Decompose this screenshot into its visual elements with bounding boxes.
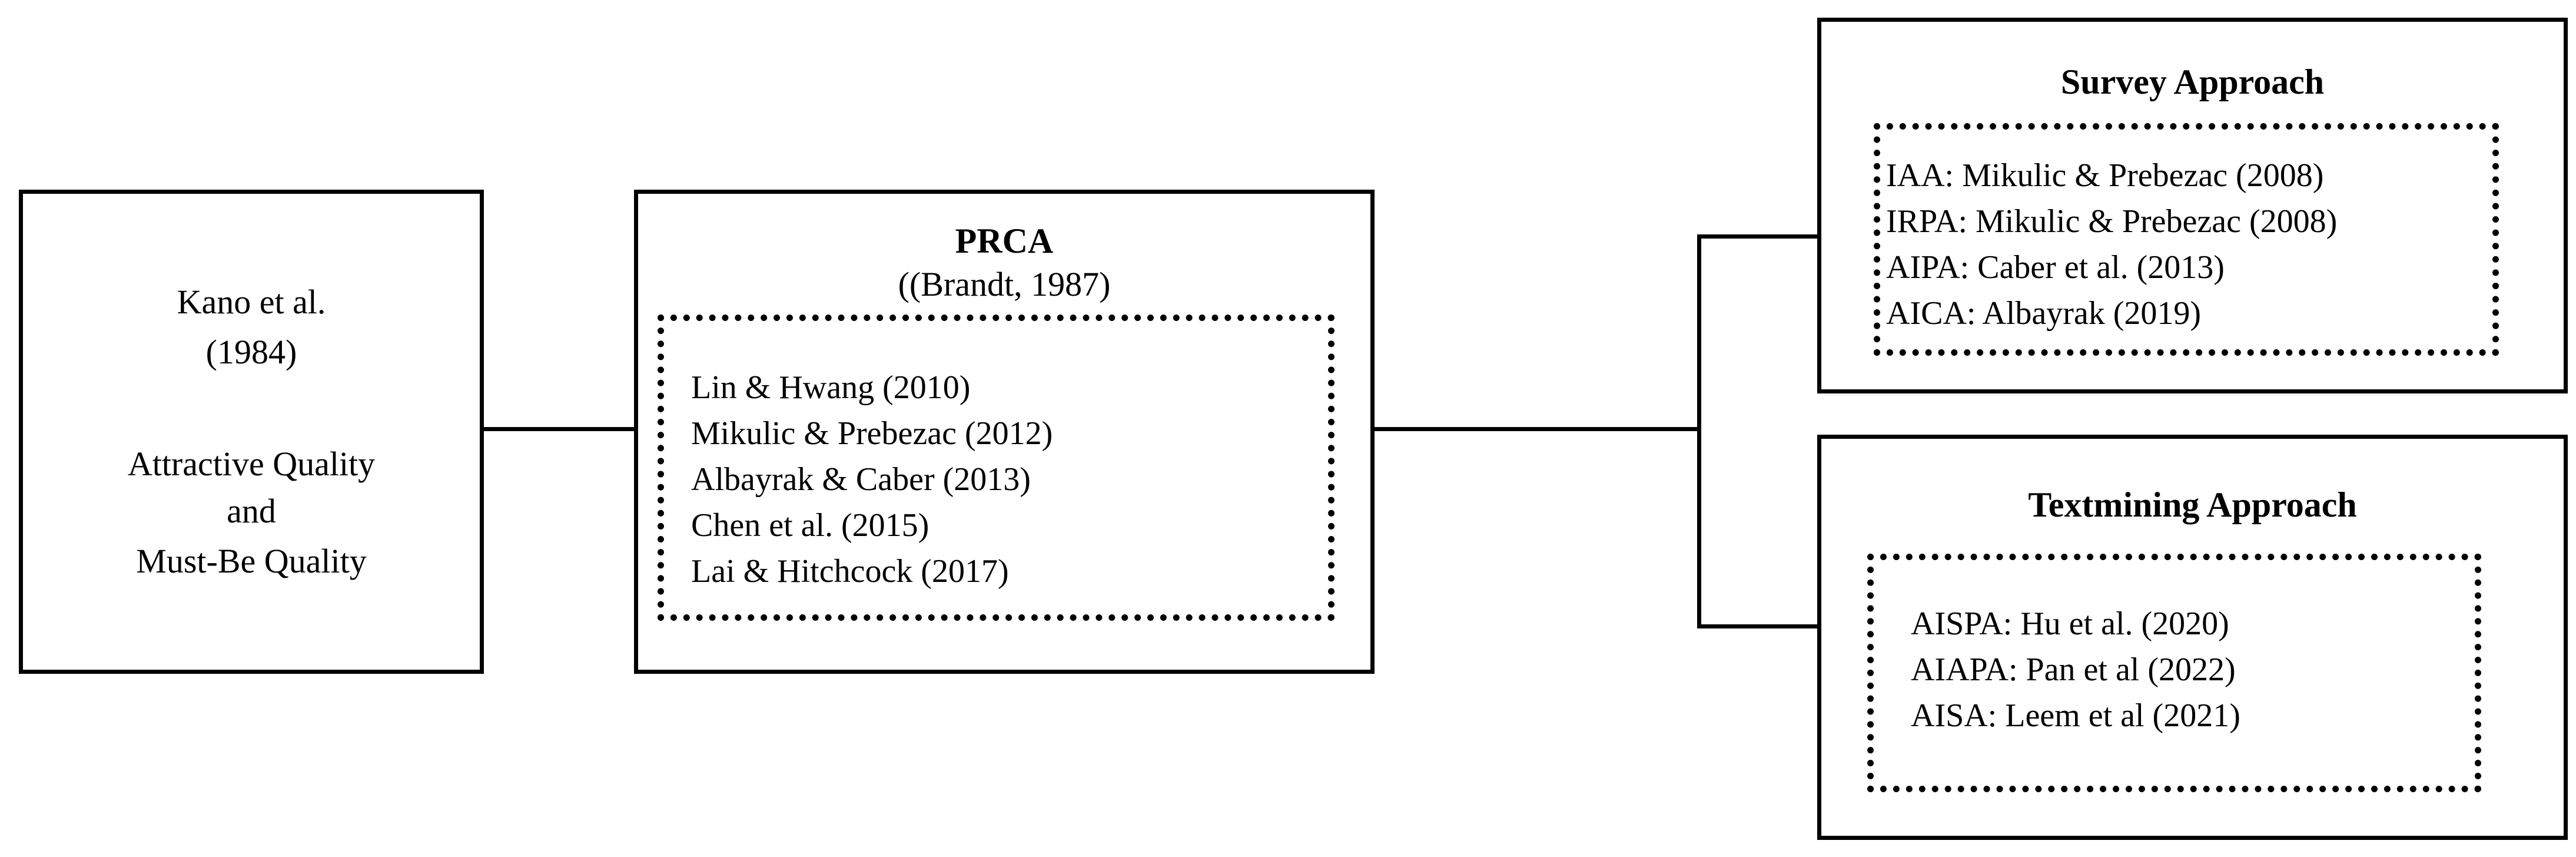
textmining-study-item: AISPA: Hu et al. (2020) xyxy=(1911,605,2229,642)
textmining-study-item: AIAPA: Pan et al (2022) xyxy=(1911,651,2236,688)
survey-approach-title: Survey Approach xyxy=(2060,62,2325,101)
kano-year: (1984) xyxy=(205,333,297,371)
survey-study-item: AICA: Albayrak (2019) xyxy=(1886,295,2202,332)
connector-branch-textmining xyxy=(1697,624,1817,628)
connector-branch-survey xyxy=(1697,234,1817,239)
prca-studies-frame xyxy=(658,315,1335,621)
survey-study-item: IRPA: Mikulic & Prebezac (2008) xyxy=(1886,203,2338,240)
prca-study-item: Lai & Hitchcock (2017) xyxy=(691,553,1009,590)
connector-prca-branch xyxy=(1375,427,1701,431)
prca-study-item: Albayrak & Caber (2013) xyxy=(691,461,1031,498)
kano-quality-line-3: Must-Be Quality xyxy=(136,542,367,580)
connector-branch-vertical xyxy=(1697,234,1701,628)
kano-quality-line-2: and xyxy=(227,492,276,530)
survey-approach-box: Survey Approach IAA: Mikulic & Prebezac … xyxy=(1817,18,2568,393)
textmining-studies-frame xyxy=(1867,554,2481,792)
survey-studies-frame xyxy=(1874,123,2499,356)
prca-study-item: Mikulic & Prebezac (2012) xyxy=(691,415,1053,452)
survey-study-item: AIPA: Caber et al. (2013) xyxy=(1886,249,2225,286)
textmining-study-item: AISA: Leem et al (2021) xyxy=(1911,697,2240,734)
prca-subtitle: ((Brandt, 1987) xyxy=(898,265,1111,303)
kano-quality-line-1: Attractive Quality xyxy=(127,445,376,483)
connector-kano-prca xyxy=(484,427,634,431)
kano-author: Kano et al. xyxy=(177,283,326,321)
prca-study-item: Lin & Hwang (2010) xyxy=(691,369,971,406)
prca-title: PRCA xyxy=(955,221,1054,260)
textmining-approach-box: Textmining Approach AISPA: Hu et al. (20… xyxy=(1817,435,2568,840)
prca-studies-list: Lin & Hwang (2010) Mikulic & Prebezac (2… xyxy=(691,365,1053,594)
survey-studies-list: IAA: Mikulic & Prebezac (2008) IRPA: Mik… xyxy=(1886,153,2337,336)
prca-box: PRCA ((Brandt, 1987) Lin & Hwang (2010) … xyxy=(634,190,1375,674)
textmining-studies-list: AISPA: Hu et al. (2020) AIAPA: Pan et al… xyxy=(1911,601,2240,739)
kano-box: Kano et al. (1984) Attractive Quality an… xyxy=(19,190,484,674)
prca-study-item: Chen et al. (2015) xyxy=(691,507,930,544)
textmining-approach-title: Textmining Approach xyxy=(2028,485,2357,524)
survey-study-item: IAA: Mikulic & Prebezac (2008) xyxy=(1886,157,2324,194)
